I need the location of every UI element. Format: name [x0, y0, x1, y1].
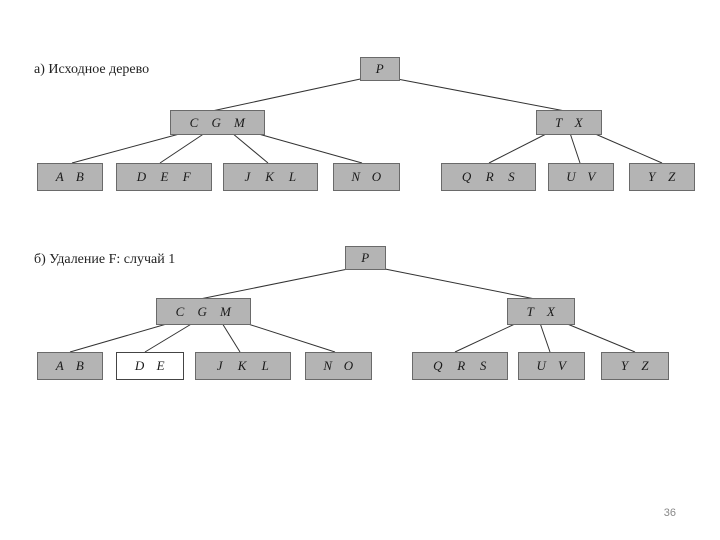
key: K [265, 169, 275, 184]
key: M [233, 114, 246, 130]
key: D [136, 169, 147, 184]
edge-a-right-leaf5 [488, 132, 549, 164]
edge-b-root-left [199, 268, 349, 300]
key: X [546, 303, 556, 319]
key: P [375, 61, 385, 76]
key: R [485, 169, 495, 184]
node-a-leaf-1: A B [37, 163, 103, 191]
key: N [351, 169, 361, 184]
edge-a-right-leaf6 [569, 132, 581, 164]
key: P [361, 250, 370, 265]
node-a-leaf-3: J K L [223, 163, 318, 191]
key: Z [641, 358, 650, 373]
key: U [566, 169, 577, 184]
edge-a-left-leaf2 [159, 132, 206, 164]
node-b-leaf-5: Q R S [412, 352, 508, 380]
node-b-right: T X [507, 298, 575, 325]
key: F [182, 169, 192, 184]
key: A [55, 169, 65, 184]
node-a-right: T X [536, 110, 602, 135]
node-b-leaf-7: Y Z [601, 352, 669, 380]
node-b-leaf-4: N O [305, 352, 372, 380]
key: Q [461, 169, 472, 184]
key: O [343, 358, 354, 373]
key: X [574, 114, 584, 130]
key: Y [620, 358, 629, 373]
key: Z [668, 169, 676, 184]
key: J [244, 169, 251, 184]
edge-b-left-leaf4 [244, 322, 336, 353]
key: O [371, 169, 382, 184]
node-a-root: P [360, 57, 400, 81]
key: V [587, 169, 596, 184]
key: D [134, 358, 145, 373]
key: N [323, 358, 333, 373]
node-b-leaf-2-affected: D E [116, 352, 184, 380]
edge-b-left-leaf2 [144, 322, 194, 353]
caption-b: б) Удаление F: случай 1 [34, 252, 176, 267]
key: L [288, 169, 297, 184]
key: M [219, 303, 232, 319]
key: U [536, 358, 547, 373]
node-a-leaf-6: U V [548, 163, 614, 191]
edge-a-root-left [211, 77, 366, 112]
edge-b-left-leaf1 [69, 322, 171, 353]
node-b-leaf-6: U V [518, 352, 585, 380]
edge-a-left-leaf1 [71, 132, 184, 164]
node-b-left: C G M [156, 298, 251, 325]
key: S [479, 358, 487, 373]
key: G [211, 114, 222, 130]
key: K [237, 358, 247, 373]
node-a-leaf-5: Q R S [441, 163, 536, 191]
key: R [457, 358, 466, 373]
node-a-left: C G M [170, 110, 265, 135]
edge-b-right-leaf5 [454, 322, 518, 353]
key: B [75, 169, 85, 184]
edge-b-root-right [384, 268, 536, 300]
key: B [75, 358, 85, 373]
key: L [261, 358, 270, 373]
key: A [55, 358, 65, 373]
key: T [554, 114, 563, 130]
edge-b-right-leaf6 [539, 322, 551, 353]
key: E [160, 169, 169, 184]
key: C [175, 303, 185, 319]
node-a-leaf-2: D E F [116, 163, 212, 191]
node-a-leaf-7: Y Z [629, 163, 695, 191]
key: C [189, 114, 199, 130]
node-a-leaf-4: N O [333, 163, 400, 191]
edge-b-left-leaf3 [221, 322, 241, 353]
edge-b-right-leaf7 [564, 322, 636, 353]
edge-a-right-leaf7 [592, 132, 663, 164]
key: J [216, 358, 223, 373]
edge-a-left-leaf4 [254, 132, 363, 164]
node-b-leaf-3: J K L [195, 352, 291, 380]
key: Q [433, 358, 444, 373]
key: S [508, 169, 516, 184]
node-b-leaf-1: A B [37, 352, 103, 380]
key: Y [648, 169, 656, 184]
page-number: 36 [663, 507, 676, 519]
key: G [197, 303, 208, 319]
edge-a-root-right [391, 77, 566, 112]
key: E [156, 358, 166, 373]
key: V [557, 358, 567, 373]
caption-a: а) Исходное дерево [34, 62, 150, 77]
key: T [526, 303, 535, 319]
node-b-root: P [345, 246, 386, 270]
edge-a-left-leaf3 [231, 132, 269, 164]
